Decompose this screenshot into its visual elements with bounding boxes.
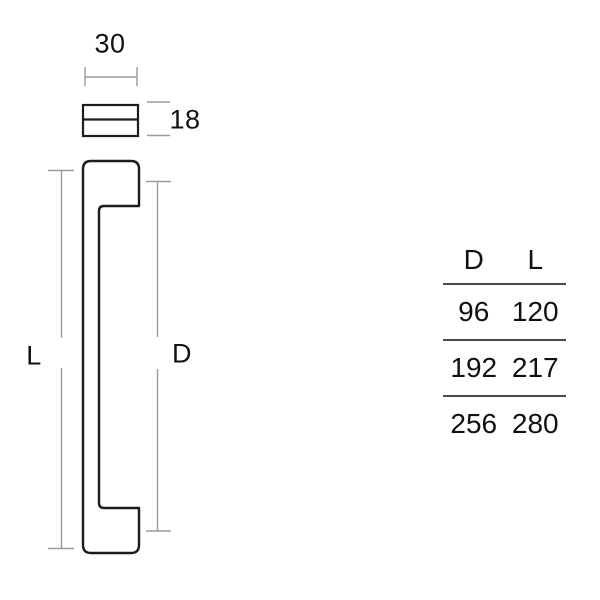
centers-dim-label: D [172, 338, 192, 369]
cell-l: 217 [511, 352, 559, 383]
col-header-d: D [463, 244, 484, 275]
spec-table: D L 96 120 192 217 256 280 [443, 237, 566, 451]
handle-outline [81, 159, 141, 555]
table-row: 192 217 [443, 339, 566, 395]
cell-l: 120 [511, 296, 559, 327]
cell-l: 280 [511, 408, 559, 439]
spec-table-header: D L [443, 237, 566, 283]
col-header-l: L [527, 244, 544, 275]
thickness-dim-label: 18 [169, 104, 201, 135]
length-dim-label: L [26, 340, 42, 371]
table-row: 96 120 [443, 283, 566, 339]
cell-d: 192 [450, 352, 498, 383]
side-view-handle [48, 159, 171, 555]
cell-d: 256 [450, 408, 498, 439]
width-dim-label: 30 [94, 28, 126, 59]
cell-d: 96 [458, 296, 490, 327]
table-row: 256 280 [443, 395, 566, 451]
top-view-cross-section [81, 67, 170, 138]
